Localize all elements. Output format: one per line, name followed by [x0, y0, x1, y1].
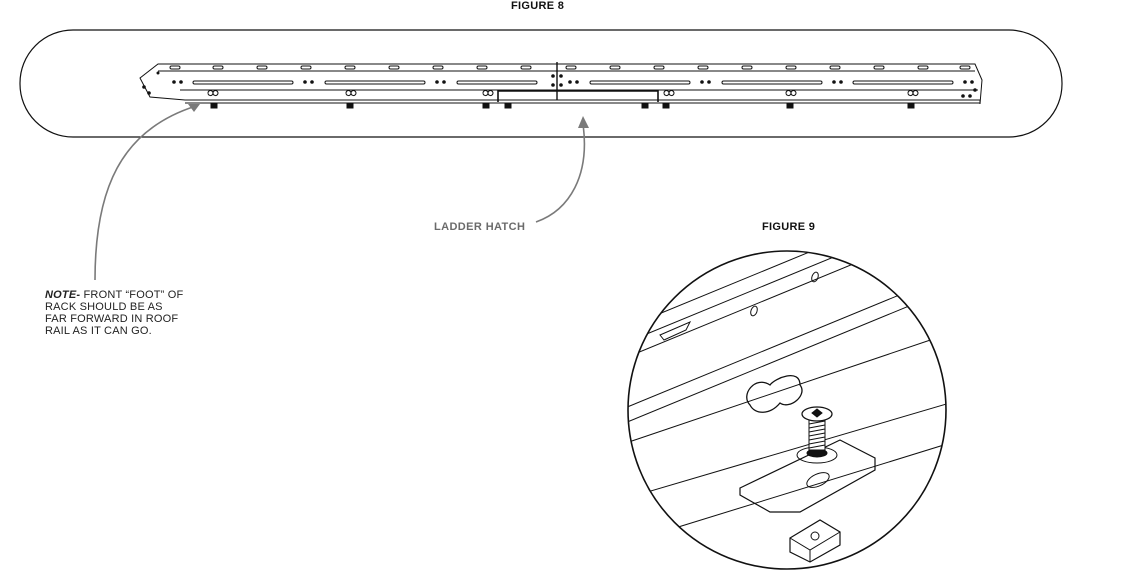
figure-9-circle	[627, 250, 947, 570]
ladder-hatch-label: LADDER HATCH	[434, 221, 526, 233]
note-line-3: FAR FORWARD IN ROOF	[45, 313, 179, 325]
rack-feet	[210, 103, 915, 109]
keyhole-marks	[207, 90, 919, 97]
figure-8-title: FIGURE 8	[511, 0, 565, 12]
front-foot-arrow	[94, 105, 197, 281]
figure-8-enclosure	[19, 29, 1063, 138]
rack-rail	[139, 62, 983, 105]
note-line-2: RACK SHOULD BE AS	[45, 301, 163, 313]
bolt-holes	[142, 71, 977, 98]
top-slots	[169, 65, 971, 70]
ladder-hatch-arrowhead	[578, 116, 589, 128]
figure-9-detail	[628, 251, 946, 563]
figure-9-title: FIGURE 9	[762, 221, 816, 233]
note-line-1: FRONT “FOOT” OF	[83, 289, 184, 301]
front-foot-arrowhead	[188, 104, 200, 112]
front-foot-note: NOTE- FRONT “FOOT” OF RACK SHOULD BE AS …	[45, 289, 183, 337]
note-line-4: RAIL AS IT CAN GO.	[45, 325, 152, 337]
note-heading: NOTE-	[45, 289, 81, 301]
middle-long-slots	[192, 80, 954, 85]
ladder-hatch-arrow	[535, 123, 586, 223]
